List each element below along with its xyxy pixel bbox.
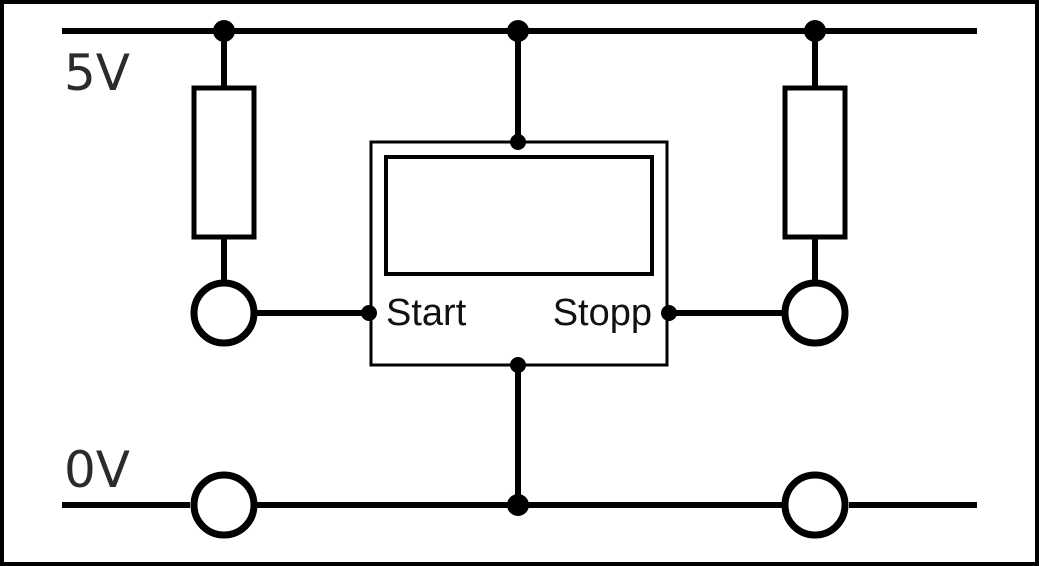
stop-pin-label: Stopp: [553, 292, 652, 334]
timer-start-pin: [361, 305, 377, 321]
timer-display: [384, 155, 654, 276]
rail-5v-label: 5V: [64, 44, 130, 102]
start-terminal-bottom: [190, 471, 258, 539]
junction-node-top-center: [507, 20, 529, 42]
junction-node-top-left: [213, 20, 235, 42]
stop-terminal-top: [781, 279, 849, 347]
timer-stop-pin: [661, 305, 677, 321]
left-resistor: [191, 85, 257, 240]
timer-power-pin: [510, 134, 526, 150]
junction-node-top-right: [804, 20, 826, 42]
start-pin-label: Start: [386, 292, 467, 334]
timer-ground-pin: [510, 357, 526, 373]
junction-node-bottom-center: [507, 494, 529, 516]
stop-terminal-bottom: [781, 471, 849, 539]
rail-0v-label: 0V: [64, 441, 130, 499]
right-resistor: [782, 85, 848, 240]
start-terminal-top: [190, 279, 258, 347]
